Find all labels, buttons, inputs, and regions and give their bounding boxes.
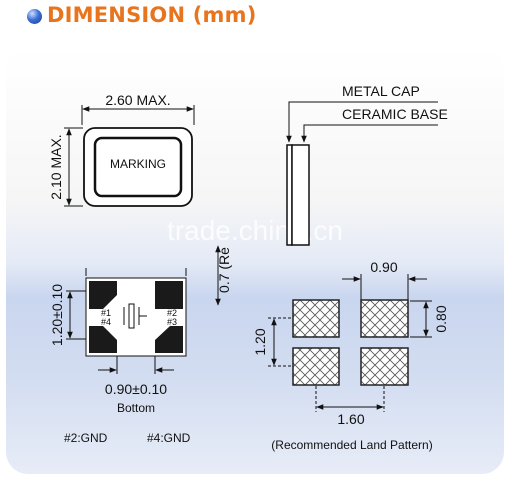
land-pattern: 0.90 0.80 1.20 1.60 (Recommended Land Pa… bbox=[252, 259, 449, 452]
pad-height-label: 1.20±0.10 bbox=[49, 284, 65, 346]
title-bullet-icon bbox=[27, 9, 42, 24]
top-view: 2.60 MAX. 2.10 MAX. MARKING bbox=[48, 92, 195, 207]
page-title: DIMENSION (mm) bbox=[47, 3, 257, 27]
land-width-label: 0.90 bbox=[370, 259, 397, 275]
crystal-symbol-bar bbox=[128, 303, 135, 329]
pad-label-2: #2 bbox=[167, 308, 177, 318]
ceramic-base-label: CERAMIC BASE bbox=[342, 106, 448, 122]
watermark-text: trade.china.cn bbox=[167, 215, 343, 246]
pad-label-4: #4 bbox=[101, 317, 111, 327]
metal-cap-label: METAL CAP bbox=[342, 83, 420, 99]
land-height-label: 0.80 bbox=[433, 305, 449, 332]
pad-label-3: #3 bbox=[167, 317, 177, 327]
side-height-label: 0.7 (Re bbox=[216, 247, 232, 293]
top-height-label: 2.10 MAX. bbox=[48, 134, 64, 199]
pad-width-label: 0.90±0.10 bbox=[105, 381, 167, 397]
side-view: METAL CAP CERAMIC BASE 0.7 (Re bbox=[215, 83, 448, 306]
pad-2 bbox=[89, 326, 117, 353]
land-pattern-caption: (Recommended Land Pattern) bbox=[271, 438, 432, 452]
package-lid bbox=[93, 136, 183, 198]
pin-note-2: #2:GND bbox=[64, 431, 108, 445]
land-pitch-x-label: 1.60 bbox=[337, 411, 364, 427]
top-width-label: 2.60 MAX. bbox=[105, 92, 170, 108]
pad-4 bbox=[155, 281, 183, 309]
pad-1 bbox=[89, 281, 117, 309]
land-pad-top-right bbox=[360, 299, 409, 338]
bottom-view: #1 #4 #2 #3 1.20±0.10 0.90±0.10 Bottom #… bbox=[49, 268, 191, 445]
land-pad-bottom-right bbox=[360, 347, 409, 386]
bottom-view-label: Bottom bbox=[117, 401, 155, 415]
watermark: trade.china.cn bbox=[167, 215, 343, 246]
pin-note-4: #4:GND bbox=[147, 431, 191, 445]
land-pad-bottom-left bbox=[292, 347, 340, 386]
diagram-panel bbox=[6, 48, 504, 474]
land-pitch-y-label: 1.20 bbox=[252, 328, 268, 355]
ceramic-base-profile bbox=[291, 144, 310, 246]
marking-label: MARKING bbox=[110, 157, 166, 171]
metal-cap-leader bbox=[286, 101, 438, 143]
pad-3 bbox=[155, 326, 183, 353]
pad-label-1: #1 bbox=[101, 308, 111, 318]
ceramic-base-leader bbox=[301, 124, 438, 143]
land-pad-top-left bbox=[292, 299, 340, 338]
